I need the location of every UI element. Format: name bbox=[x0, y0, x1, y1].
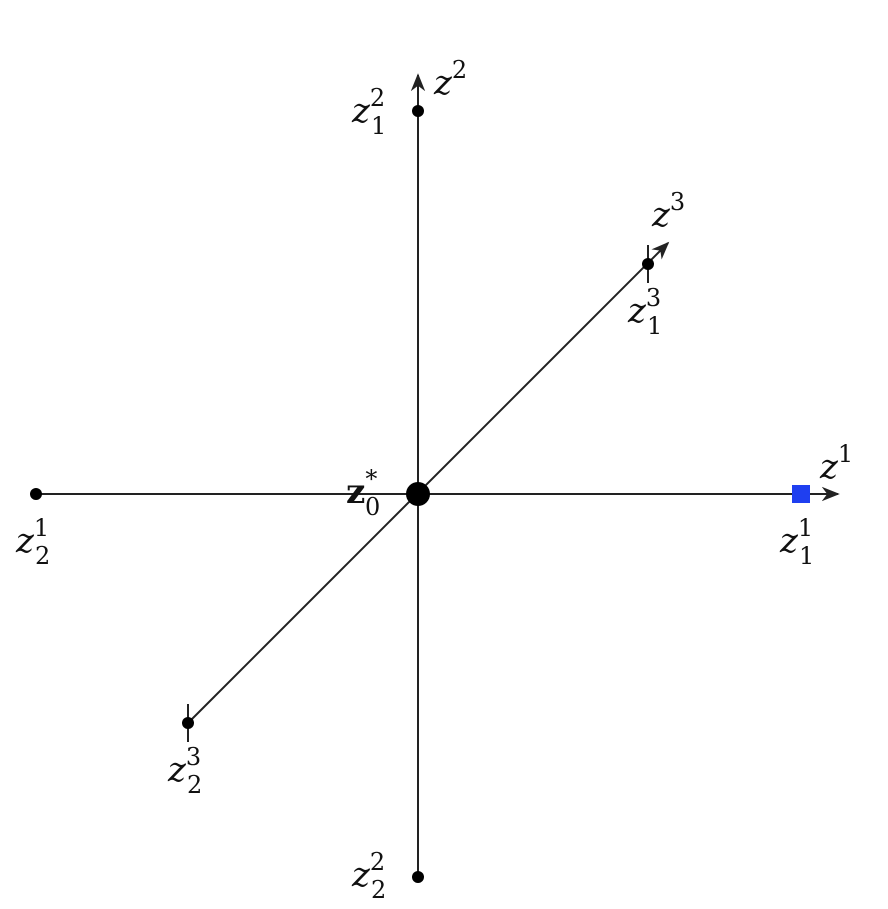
label-z2-1-sub: 2 bbox=[35, 542, 50, 570]
axis-z1-label: z1 bbox=[819, 440, 853, 487]
label-z1-3-sub: 1 bbox=[647, 312, 662, 340]
label-z1-1-sub: 1 bbox=[799, 542, 814, 570]
label-z2-2-sub: 2 bbox=[371, 876, 386, 904]
label-z1-3: z3 bbox=[627, 284, 661, 331]
label-z1-2-sub: 1 bbox=[371, 112, 386, 140]
origin-label-sub: 0 bbox=[365, 493, 380, 521]
label-z2-3: z3 bbox=[167, 743, 201, 790]
label-z2-1: z1 bbox=[15, 514, 49, 561]
label-z2-2: z2 bbox=[351, 848, 385, 895]
point-z1-3 bbox=[642, 258, 654, 270]
axis-z2-label: z2 bbox=[433, 56, 467, 103]
origin-point bbox=[406, 482, 430, 506]
label-z2-3-sub: 2 bbox=[187, 771, 202, 799]
axis-z3-line bbox=[187, 241, 670, 724]
label-z1-1: z1 bbox=[779, 514, 813, 561]
point-z2-3 bbox=[182, 717, 194, 729]
point-z2-1 bbox=[30, 488, 42, 500]
point-z1-2 bbox=[412, 105, 424, 117]
origin-label: z* bbox=[346, 465, 377, 512]
point-z1-1-square bbox=[792, 485, 810, 503]
label-z1-2: z2 bbox=[351, 84, 385, 131]
point-z2-2 bbox=[412, 871, 424, 883]
axis-z3-label: z3 bbox=[651, 188, 685, 235]
